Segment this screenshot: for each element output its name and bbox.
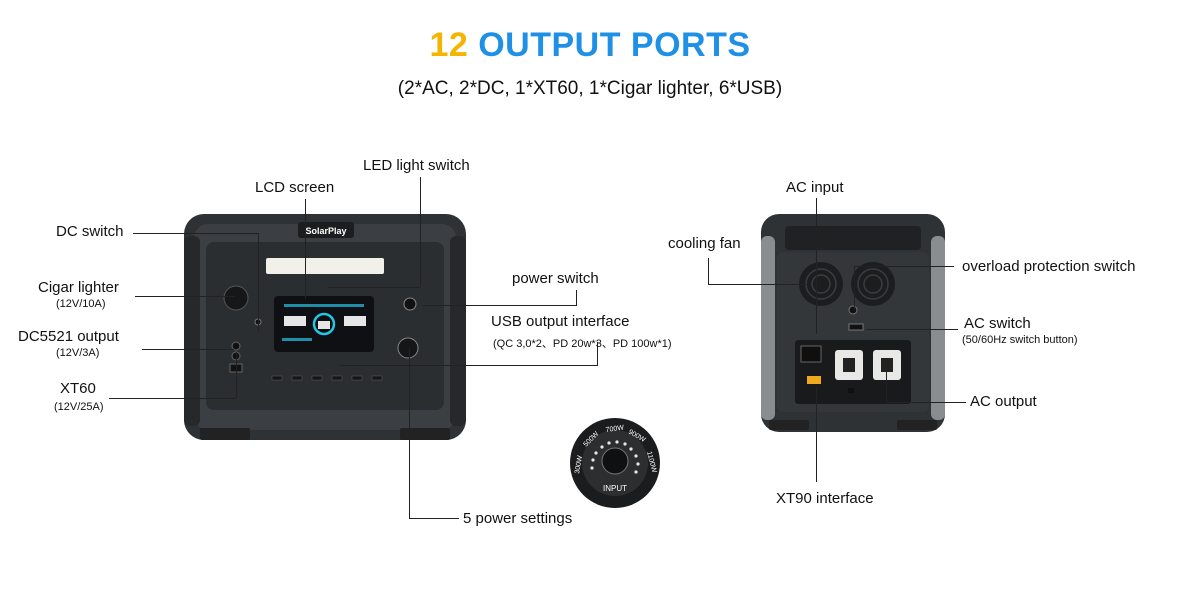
label-led-light-switch: LED light switch xyxy=(363,157,470,174)
leader-dc-switch-drop xyxy=(258,233,259,331)
title-text: OUTPUT PORTS xyxy=(478,26,751,64)
leader-overload-drop xyxy=(854,266,855,310)
label-cigar-lighter: Cigar lighter xyxy=(38,279,119,296)
label-usb-output-interface: USB output interface xyxy=(491,313,630,330)
leader-xt60 xyxy=(109,398,236,399)
power-station-front-image: SolarPlay xyxy=(184,214,466,440)
label-xt60-spec: (12V/25A) xyxy=(54,401,104,413)
dial-input-label: INPUT xyxy=(603,484,627,493)
label-dc5521-output: DC5521 output xyxy=(18,328,119,345)
leader-settings xyxy=(409,348,410,518)
page-title: 12 OUTPUT PORTS xyxy=(0,26,1180,65)
brand-logo: SolarPlay xyxy=(305,226,346,236)
label-lcd-screen: LCD screen xyxy=(255,179,335,196)
leader-overload xyxy=(854,266,954,267)
leader-settings-horizontal xyxy=(409,518,459,519)
leader-xt60-rise xyxy=(236,352,237,398)
label-xt90-interface: XT90 interface xyxy=(776,490,874,507)
leader-xt90 xyxy=(816,386,817,482)
label-power-settings: 5 power settings xyxy=(463,510,573,527)
label-dc5521-spec: (12V/3A) xyxy=(56,347,100,359)
label-cigar-lighter-spec: (12V/10A) xyxy=(56,298,106,310)
leader-cigar xyxy=(135,296,235,297)
leader-usb-rise xyxy=(597,342,598,366)
leader-power-switch xyxy=(422,305,576,306)
label-xt60: XT60 xyxy=(60,380,96,397)
label-cooling-fan: cooling fan xyxy=(668,235,741,252)
label-ac-switch: AC switch xyxy=(964,315,1031,332)
label-power-switch: power switch xyxy=(512,270,599,287)
title-number: 12 xyxy=(429,26,469,64)
leader-lcd xyxy=(305,199,306,299)
leader-ac-switch xyxy=(866,329,958,330)
leader-usb xyxy=(340,365,598,366)
leader-cooling-fan-drop xyxy=(708,258,709,284)
leader-led-horizontal xyxy=(328,287,420,288)
leader-ac-input xyxy=(816,198,817,334)
leader-dc-switch xyxy=(133,233,258,234)
input-dial-closeup: 300W 500W 700W 900W 1100W INPUT xyxy=(570,418,660,508)
label-dc-switch: DC switch xyxy=(56,223,124,240)
leader-ac-output-drop xyxy=(886,370,887,402)
dial-setting-700w: 700W xyxy=(605,424,624,434)
leader-dc5521 xyxy=(142,349,234,350)
label-overload-protection-switch: overload protection switch xyxy=(962,258,1136,275)
label-ac-input: AC input xyxy=(786,179,844,196)
dial-setting-300w: 300W xyxy=(574,455,584,475)
page-subtitle: (2*AC, 2*DC, 1*XT60, 1*Cigar lighter, 6*… xyxy=(397,78,783,99)
label-ac-output: AC output xyxy=(970,393,1037,410)
label-usb-spec: (QC 3,0*2、PD 20w*3、PD 100w*1) xyxy=(493,338,672,350)
power-station-back-image xyxy=(761,214,945,432)
leader-ac-output xyxy=(886,402,966,403)
leader-cooling-fan xyxy=(708,284,808,285)
leader-led xyxy=(420,177,421,287)
leader-power-switch-rise xyxy=(576,290,577,306)
label-ac-switch-spec: (50/60Hz switch button) xyxy=(962,334,1078,346)
